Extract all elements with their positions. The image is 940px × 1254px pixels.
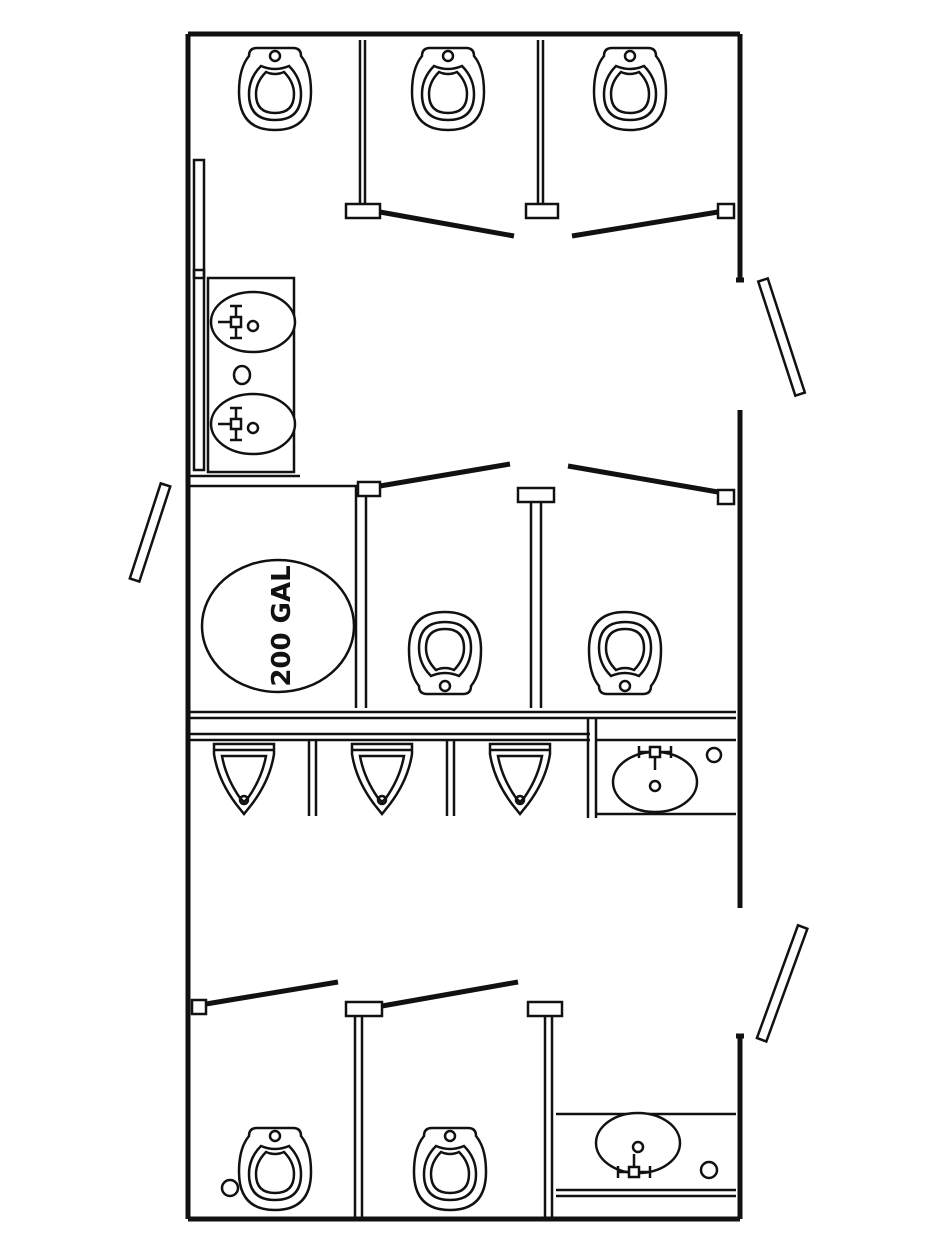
lower-stalls	[190, 979, 564, 1219]
lower-sink-counter	[556, 1111, 736, 1198]
double-sink-counter	[188, 268, 300, 478]
tank-label: 200 GAL	[267, 565, 297, 686]
toilet-icon	[410, 46, 486, 132]
toilet-icon	[407, 610, 483, 696]
middle-stalls	[188, 461, 736, 708]
left-wall-window	[192, 158, 206, 280]
exterior-walls	[185, 31, 744, 1222]
toilet-icon	[592, 46, 668, 132]
upper-right-entry-door[interactable]	[756, 276, 807, 398]
urinal-icon	[488, 742, 552, 816]
toilet-icon	[412, 1126, 488, 1212]
lower-right-entry-door[interactable]	[755, 923, 809, 1044]
urinal-icon	[212, 742, 276, 816]
exterior-doors	[128, 158, 809, 1044]
toilet-icon	[237, 1126, 313, 1212]
water-tank: 200 GAL	[200, 558, 356, 694]
center-partition	[188, 710, 736, 818]
urinal-icon	[350, 742, 414, 816]
urinal-row	[212, 740, 552, 816]
left-utility-door[interactable]	[128, 481, 172, 584]
toilet-icon	[237, 46, 313, 132]
urinal-area-sink	[611, 744, 723, 814]
toilet-icon	[587, 610, 663, 696]
upper-stalls	[237, 40, 736, 239]
